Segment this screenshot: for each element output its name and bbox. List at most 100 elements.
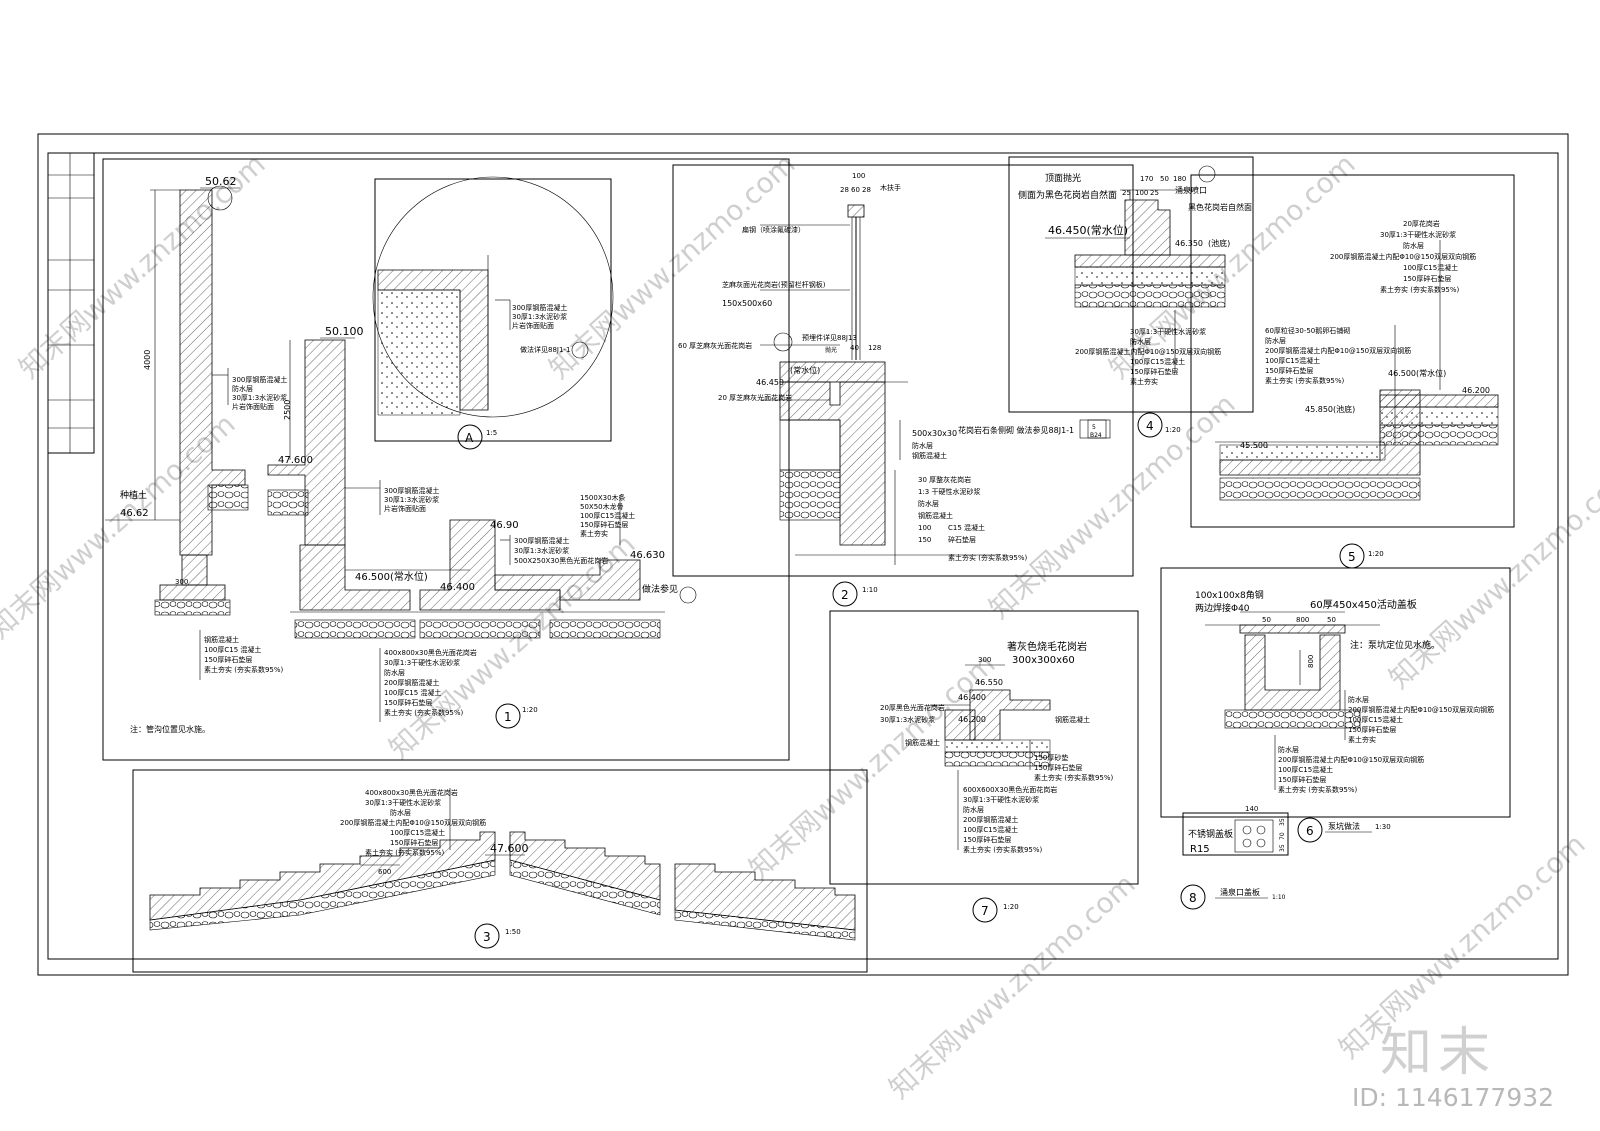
layer-text: 150厚碎石垫层 <box>1265 366 1313 375</box>
layer-text: 防水层 <box>1348 695 1369 704</box>
detail-1-number: 1 <box>504 710 512 724</box>
watermark-text: 知末网www.znzmo.com <box>543 147 802 385</box>
detail-A: 300厚钢筋混凝土 30厚1:3水泥砂浆 片岩饰面贴面 做法详见88J1-1 A… <box>372 176 614 450</box>
label-text: 两边焊接Φ40 <box>1195 602 1250 614</box>
layer-text: 防水层 <box>963 805 984 814</box>
layer-text: 100厚C15混凝土 <box>390 828 445 837</box>
elevation-text: 46.500(常水位) <box>1388 368 1446 378</box>
detail-8-scale: 1:10 <box>1272 894 1286 901</box>
layer-text: 素土夯实 (夯实系数95%) <box>365 848 445 857</box>
layer-text: 素土夯实 <box>1130 377 1158 386</box>
detail-7-drawing <box>930 664 1051 850</box>
detail-7-number: 7 <box>981 904 989 918</box>
ref-circle: 5 <box>1092 424 1096 431</box>
layer-text: 片岩饰面贴面 <box>512 321 554 330</box>
layer-text: 素土夯实 (夯实系数95%) <box>948 553 1028 562</box>
layer-text: 20厚花岗岩 <box>1403 219 1440 228</box>
layer-text: 100厚C15混凝土 <box>1348 715 1403 724</box>
layer-text: 200厚钢筋混凝土内配Φ10@150双层双向钢筋 <box>1075 347 1221 356</box>
layer-text: 150厚碎石垫层 <box>1403 274 1451 283</box>
layer-text: 抛光 <box>825 346 837 354</box>
layer-text: 150厚碎石垫层 <box>1034 763 1082 772</box>
dim-text: 60 <box>851 186 860 194</box>
dim-text: 70 <box>1279 832 1286 840</box>
layer-text: 素土夯实 (夯实系数95%) <box>1380 285 1460 294</box>
layer-text: 素土夯实 (夯实系数95%) <box>1278 785 1358 794</box>
watermark-brand: 知末 <box>1380 1023 1497 1083</box>
detail-7-scale: 1:20 <box>1003 903 1019 911</box>
dim-text: 25 <box>1150 189 1159 197</box>
layer-text: 200厚钢筋混凝土内配Φ10@150双层双向钢筋 <box>1348 705 1494 714</box>
dim-text: 100 <box>852 172 865 180</box>
elevation-bottom: 46.400 <box>440 582 475 593</box>
layer-text: 200厚钢筋混凝土内配Φ10@150双层双向钢筋 <box>1278 755 1424 764</box>
layer-text: 200厚钢筋混凝土 <box>384 678 439 687</box>
sheet-inner-border <box>47 152 1559 960</box>
dim-top: 300 <box>175 578 188 586</box>
layer-text: 200厚钢筋混凝土内配Φ10@150双层双向钢筋 <box>1330 252 1476 261</box>
layer-text: 200厚钢筋混凝土 <box>963 815 1018 824</box>
layer-text: 60厚粒径30-50鹅卵石铺砌 <box>1265 326 1350 335</box>
layer-text: 300厚钢筋混凝土 <box>512 303 567 312</box>
soil-label: 种植土 <box>120 489 147 501</box>
layer-text: 片岩饰面贴面 <box>232 402 274 411</box>
elevation-label: (池底) <box>1208 238 1230 248</box>
layer-text: 150厚碎石垫层 <box>1278 775 1326 784</box>
detail-8-label: 不锈钢盖板 <box>1188 828 1233 840</box>
dim-text: 180 <box>1173 175 1186 183</box>
label-text: 顶面抛光 <box>1045 172 1081 184</box>
detail-3-drawing <box>149 788 856 941</box>
ref-sheet: B24 <box>1090 432 1102 439</box>
detail-1-drawing <box>105 189 665 722</box>
detail-6-drawing <box>1205 611 1380 790</box>
label-text: 著灰色烧毛花岗岩 <box>1007 640 1087 653</box>
dim-text: 128 <box>868 344 881 352</box>
dim-text: 300 <box>978 656 991 664</box>
layer-text: 100厚C15混凝土 <box>963 825 1018 834</box>
detail-8-number: 8 <box>1189 891 1197 905</box>
layer-text: 100厚C15 混凝土 <box>204 645 261 654</box>
detail-2-frame <box>672 164 1134 577</box>
detail-1-frame <box>102 158 790 761</box>
layer-text: 防水层 <box>384 668 405 677</box>
detail-3-frame <box>132 769 868 973</box>
label-text: 60厚450x450活动盖板 <box>1310 598 1417 611</box>
elevation-wall-top: 50.62 <box>205 175 237 188</box>
layer-text: 30厚1:3干硬性水泥砂浆 <box>1380 230 1456 239</box>
layer-text: 100厚C15混凝土 <box>1278 765 1333 774</box>
layer-text: 150厚碎石垫层 <box>384 698 432 707</box>
layer-text: 600X600X30黑色光面花岗岩 <box>963 785 1057 794</box>
top-label: 木扶手 <box>880 183 901 192</box>
dim-text: 28 <box>862 186 871 194</box>
layer-text: 150厚碎石垫层 <box>580 520 628 529</box>
layer-text: 100厚C15混凝土 <box>1265 356 1320 365</box>
detail-5-scale: 1:20 <box>1368 550 1384 558</box>
label-text: 100x100x8角钢 <box>1195 589 1264 601</box>
layer-text: 素土夯实 (夯实系数95%) <box>384 708 464 717</box>
dim-text: 40 <box>850 344 859 352</box>
label-text: 300x300x60 <box>1012 655 1075 666</box>
elevation-text: 46.450(常水位) <box>1048 223 1128 237</box>
dim-text: 100 <box>1135 189 1148 197</box>
layer-text: 预埋件详见88J13 <box>802 333 857 342</box>
detail-3-annotations: 400x800x30黑色光面花岗岩 30厚1:3干硬性水泥砂浆 防水层 200厚… <box>340 788 529 949</box>
layer-text: 素土夯实 <box>580 529 608 538</box>
detail-5-annotations: 20厚花岗岩 30厚1:3干硬性水泥砂浆 防水层 200厚钢筋混凝土内配Φ10@… <box>1240 219 1490 569</box>
detail-7-frame <box>829 610 1139 885</box>
detail-4-annotations: 170 50 180 25 100 25 顶面抛光 侧面为黑色花岗岩自然面 涌泉… <box>1018 172 1252 439</box>
elevation-text: 46.350 <box>1175 239 1203 248</box>
layer-text: C15 混凝土 <box>948 523 985 532</box>
detail-8: 140 不锈钢盖板 R15 35 70 35 8 涌泉口盖板 1:10 <box>1180 805 1289 910</box>
layer-text: 30厚1:3干硬性水泥砂浆 <box>384 658 460 667</box>
detail-6-annotations: 100x100x8角钢 两边焊接Φ40 60厚450x450活动盖板 注：泵坑定… <box>1195 589 1494 843</box>
label-text: 注：泵坑定位见水施。 <box>1350 639 1440 651</box>
elevation-step: 47.600 <box>278 455 313 466</box>
detail-4-frame <box>1008 156 1254 413</box>
layer-text: 30厚1:3水泥砂浆 <box>512 312 567 321</box>
layer-text: 防水层 <box>1403 241 1424 250</box>
detail-3-scale: 1:50 <box>505 928 521 936</box>
detail-5-number: 5 <box>1348 550 1356 564</box>
elevation-text: 46.450 <box>756 378 784 387</box>
dim-text: 140 <box>1245 805 1258 813</box>
elevation-text: 46.200 <box>1462 386 1490 395</box>
